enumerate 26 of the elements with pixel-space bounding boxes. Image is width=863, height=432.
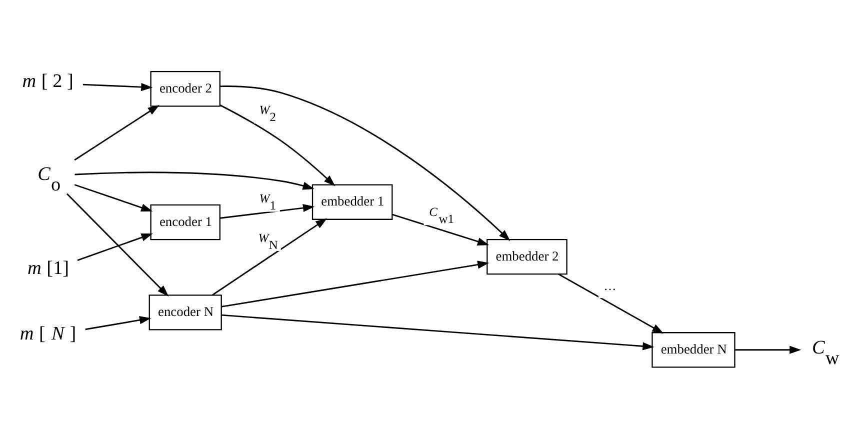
node-box: embedder 1	[312, 184, 393, 220]
arrow	[74, 104, 160, 160]
arrow	[735, 345, 802, 354]
node-box: embedder 2	[486, 238, 568, 274]
arrow	[221, 314, 654, 350]
arrow	[558, 272, 664, 334]
arrow	[392, 213, 490, 245]
arrow	[220, 104, 336, 186]
arrow	[220, 85, 510, 240]
arrow	[66, 192, 169, 296]
arrow	[221, 260, 490, 307]
arrow	[74, 171, 314, 190]
arrow	[77, 233, 153, 260]
node-text: m [ N ]	[20, 322, 76, 344]
node-box: embedder N	[652, 332, 736, 368]
node-box: encoder N	[148, 294, 222, 330]
node-text: m [ 2 ]	[22, 70, 74, 92]
arrow	[220, 203, 315, 218]
arrow	[82, 82, 153, 91]
node-box: encoder 1	[150, 204, 220, 240]
arrow	[212, 218, 328, 296]
arrow	[85, 316, 152, 330]
node-box: encoder 2	[150, 70, 220, 106]
edge-label: …	[604, 278, 616, 292]
node-text: m [1]	[27, 258, 70, 279]
arrow	[74, 184, 153, 211]
